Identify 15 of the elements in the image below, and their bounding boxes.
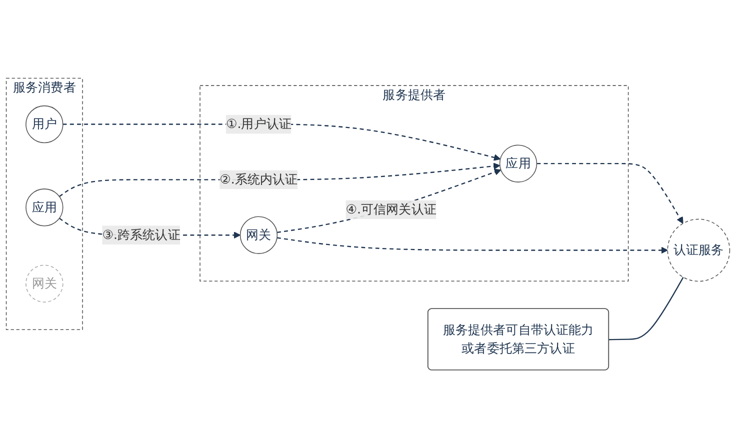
- edge-label: ④.可信网关认证: [346, 202, 436, 217]
- node-circle: 用户: [26, 105, 64, 144]
- node-circle: 应用: [499, 144, 538, 182]
- node-circle: 应用: [26, 188, 64, 226]
- edge-label: ③.跨系统认证: [102, 227, 180, 242]
- arrow: [536, 162, 684, 224]
- node-circle: 网关: [240, 216, 278, 254]
- node-circle: 认证服务: [667, 218, 730, 282]
- arrow: [276, 168, 502, 233]
- node-circle: 网关: [26, 264, 64, 302]
- arrow: [59, 162, 500, 197]
- edge-label: ①.用户认证: [226, 116, 292, 132]
- edge-label: ②.系统内认证: [220, 172, 298, 187]
- connector: [609, 276, 684, 340]
- arrow: [276, 237, 668, 254]
